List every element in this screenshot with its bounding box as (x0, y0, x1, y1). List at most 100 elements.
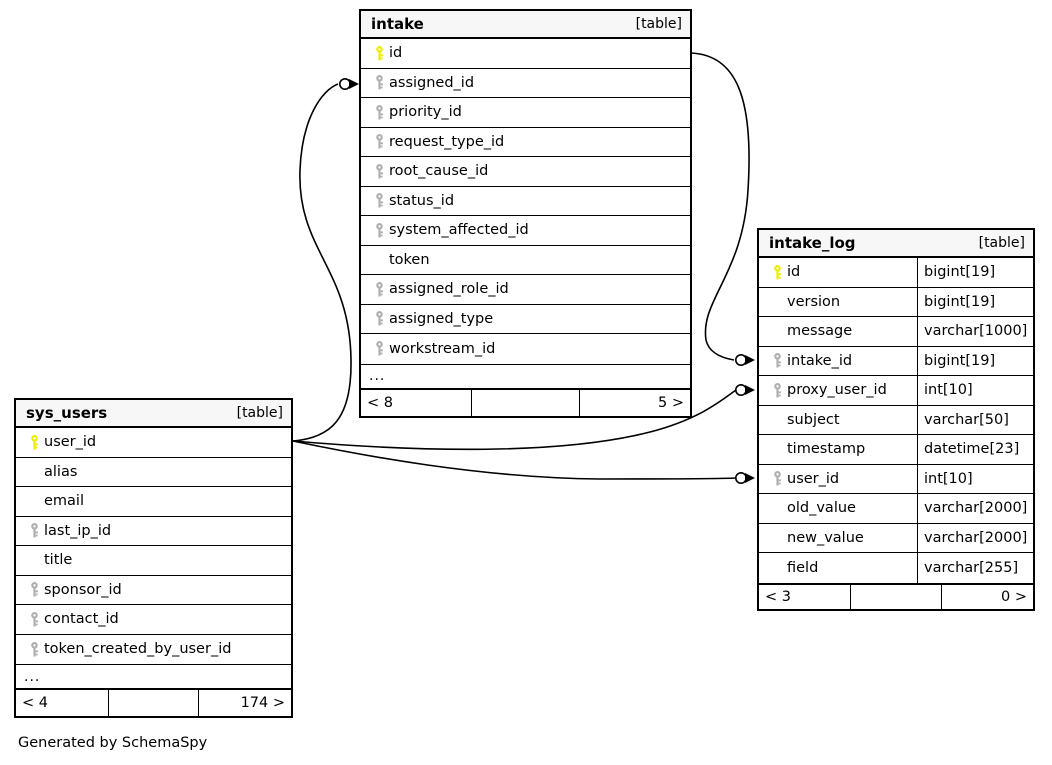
column-name-cell: id (361, 39, 690, 68)
table-row[interactable]: timestamp datetime[23] (759, 435, 1033, 465)
table-row[interactable]: priority_id (361, 98, 690, 128)
column-name-cell: subject (759, 406, 917, 435)
primary-key-icon (369, 45, 389, 61)
table-intake-kind: [table] (635, 16, 682, 32)
column-name-label: status_id (389, 192, 455, 209)
foreign-key-icon (369, 75, 389, 90)
column-name-cell: id (759, 258, 917, 287)
column-type-label: varchar[255] (924, 559, 1019, 576)
column-name-cell: token (361, 246, 690, 275)
table-row[interactable]: alias (16, 458, 291, 487)
table-row[interactable]: assigned_role_id (361, 275, 690, 305)
table-row[interactable]: id (361, 39, 690, 69)
primary-key-icon (24, 434, 44, 450)
column-name-label: old_value (787, 500, 856, 517)
column-name-cell: old_value (759, 494, 917, 523)
column-name-label: id (389, 45, 403, 62)
column-name-label: version (787, 293, 841, 310)
column-name-cell: alias (16, 458, 291, 487)
table-intake-log-title: intake_log (769, 234, 856, 252)
table-intake-footer-right[interactable]: 5 > (658, 394, 685, 411)
foreign-key-icon (369, 134, 389, 149)
column-type-label: datetime[23] (924, 441, 1020, 458)
column-type-cell: bigint[19] (917, 346, 1033, 375)
table-intake-footer-left[interactable]: < 8 (367, 394, 393, 411)
column-name-label: assigned_type (389, 310, 494, 327)
table-row[interactable]: email (16, 487, 291, 517)
table-sys-users-footer-middle (107, 690, 200, 716)
table-sys-users-more-indicator: ... (16, 664, 291, 690)
table-sys-users-footer-right[interactable]: 174 > (240, 695, 286, 711)
table-row[interactable]: sponsor_id (16, 576, 291, 605)
table-row[interactable]: contact_id (16, 605, 291, 635)
column-name-label: email (44, 493, 84, 510)
foreign-key-icon (767, 353, 787, 368)
table-intake-log-kind: [table] (978, 235, 1025, 251)
table-row[interactable]: user_id (16, 428, 291, 458)
column-type-cell: varchar[2000] (917, 523, 1033, 552)
column-name-cell: assigned_id (361, 69, 690, 98)
table-row[interactable]: root_cause_id (361, 157, 690, 187)
table-row[interactable]: last_ip_id (16, 517, 291, 546)
table-row[interactable]: intake_id bigint[19] (759, 346, 1033, 376)
column-name-label: assigned_id (389, 74, 475, 91)
column-name-cell: title (16, 546, 291, 575)
foreign-key-icon (24, 582, 44, 597)
table-row[interactable]: title (16, 546, 291, 576)
table-sys-users-footer-left[interactable]: < 4 (22, 695, 48, 711)
foreign-key-icon (369, 281, 389, 297)
column-name-cell: intake_id (759, 347, 917, 376)
column-type-label: varchar[50] (924, 411, 1009, 428)
column-type-label: bigint[19] (924, 293, 996, 310)
foreign-key-icon (369, 104, 389, 120)
column-name-cell: user_id (759, 465, 917, 494)
column-name-label: title (44, 552, 73, 569)
column-name-label: timestamp (787, 441, 866, 458)
table-intake-title: intake (371, 15, 424, 33)
column-name-label: proxy_user_id (787, 382, 887, 399)
column-name-cell: new_value (759, 524, 917, 553)
edge-intake-id-to-intake-log-intake-id (690, 52, 750, 361)
primary-key-icon (767, 264, 787, 280)
foreign-key-icon (369, 163, 389, 179)
table-intake-footer-middle (470, 389, 581, 416)
table-sys-users-header: sys_users [table] (16, 400, 291, 428)
table-row[interactable]: subject varchar[50] (759, 405, 1033, 435)
table-row[interactable]: system_affected_id (361, 216, 690, 246)
column-name-cell: status_id (361, 187, 690, 216)
table-row[interactable]: old_value varchar[2000] (759, 494, 1033, 524)
table-intake-log-footer-left[interactable]: < 3 (765, 588, 791, 605)
column-name-cell: user_id (16, 428, 291, 457)
table-row[interactable]: status_id (361, 187, 690, 216)
foreign-key-icon (369, 193, 389, 208)
column-name-label: id (787, 264, 801, 281)
table-row[interactable]: token (361, 246, 690, 275)
foreign-key-icon (369, 222, 389, 238)
table-intake-log-footer-right[interactable]: 0 > (1001, 588, 1027, 605)
table-row[interactable]: workstream_id (361, 334, 690, 364)
table-row[interactable]: assigned_type (361, 305, 690, 334)
column-name-cell: timestamp (759, 435, 917, 464)
column-name-label: intake_id (787, 352, 853, 369)
table-row[interactable]: token_created_by_user_id (16, 635, 291, 665)
column-name-label: user_id (787, 470, 840, 487)
column-name-cell: root_cause_id (361, 157, 690, 186)
table-row[interactable]: version bigint[19] (759, 287, 1033, 317)
table-row[interactable]: request_type_id (361, 128, 690, 157)
table-intake-header: intake [table] (361, 11, 690, 39)
foreign-key-icon (24, 523, 44, 538)
table-row[interactable]: assigned_id (361, 69, 690, 98)
column-type-label: varchar[2000] (924, 500, 1028, 517)
foreign-key-icon (24, 641, 44, 657)
column-name-label: token_created_by_user_id (44, 641, 232, 658)
